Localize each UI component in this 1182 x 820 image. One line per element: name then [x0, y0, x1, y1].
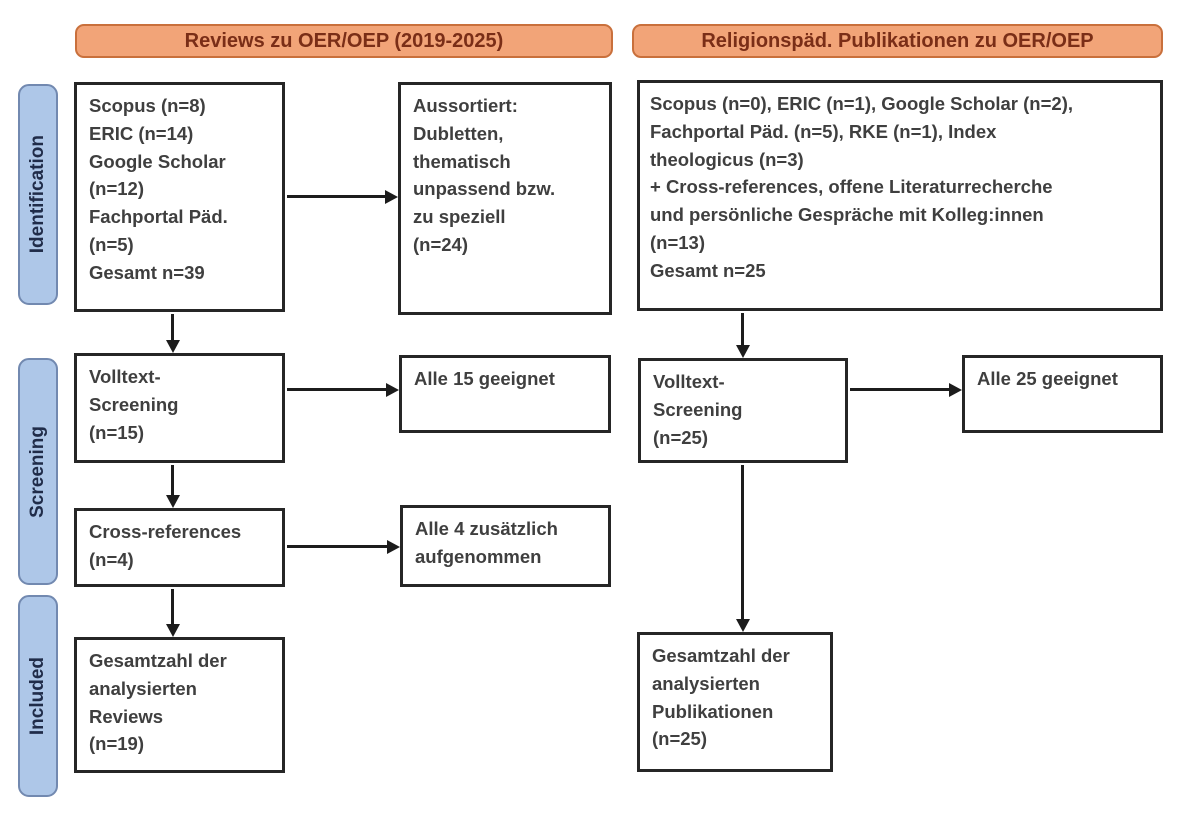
stage-label-included: Included: [18, 595, 58, 797]
box-reviews-sources: Scopus (n=8) ERIC (n=14) Google Scholar …: [74, 82, 285, 312]
box-reviews-fulltext-screening: Volltext- Screening (n=15): [74, 353, 285, 463]
arrow-publications-sources-to-fulltext: [736, 313, 750, 358]
arrow-publications-fulltext-to-result: [850, 383, 962, 397]
column-header-reviews: Reviews zu OER/OEP (2019-2025): [75, 24, 613, 58]
stage-label-identification-text: Identification: [27, 135, 48, 254]
stage-label-identification: Identification: [18, 84, 58, 305]
stage-label-included-text: Included: [27, 656, 48, 736]
box-reviews-crossreferences-result: Alle 4 zusätzlich aufgenommen: [400, 505, 611, 587]
arrow-sources-to-fulltext: [166, 314, 180, 353]
arrow-fulltext-to-crossreferences: [166, 465, 180, 508]
arrow-crossreferences-to-result: [287, 540, 400, 554]
box-publications-fulltext-result: Alle 25 geeignet: [962, 355, 1163, 433]
box-reviews-fulltext-result: Alle 15 geeignet: [399, 355, 611, 433]
box-publications-included-total: Gesamtzahl der analysierten Publikatione…: [637, 632, 833, 772]
arrow-publications-fulltext-to-included: [736, 465, 750, 632]
stage-label-screening: Screening: [18, 358, 58, 585]
column-header-religionspaed: Religionspäd. Publikationen zu OER/OEP: [632, 24, 1163, 58]
arrow-crossreferences-to-included: [166, 589, 180, 637]
arrow-sources-to-excluded: [287, 190, 398, 204]
box-reviews-excluded: Aussortiert: Dubletten, thematisch unpas…: [398, 82, 612, 315]
stage-label-screening-text: Screening: [27, 425, 48, 518]
box-reviews-crossreferences: Cross-references (n=4): [74, 508, 285, 587]
box-reviews-included-total: Gesamtzahl der analysierten Reviews (n=1…: [74, 637, 285, 773]
arrow-fulltext-to-result: [287, 383, 399, 397]
box-publications-sources: Scopus (n=0), ERIC (n=1), Google Scholar…: [637, 80, 1163, 311]
box-publications-fulltext-screening: Volltext- Screening (n=25): [638, 358, 848, 463]
